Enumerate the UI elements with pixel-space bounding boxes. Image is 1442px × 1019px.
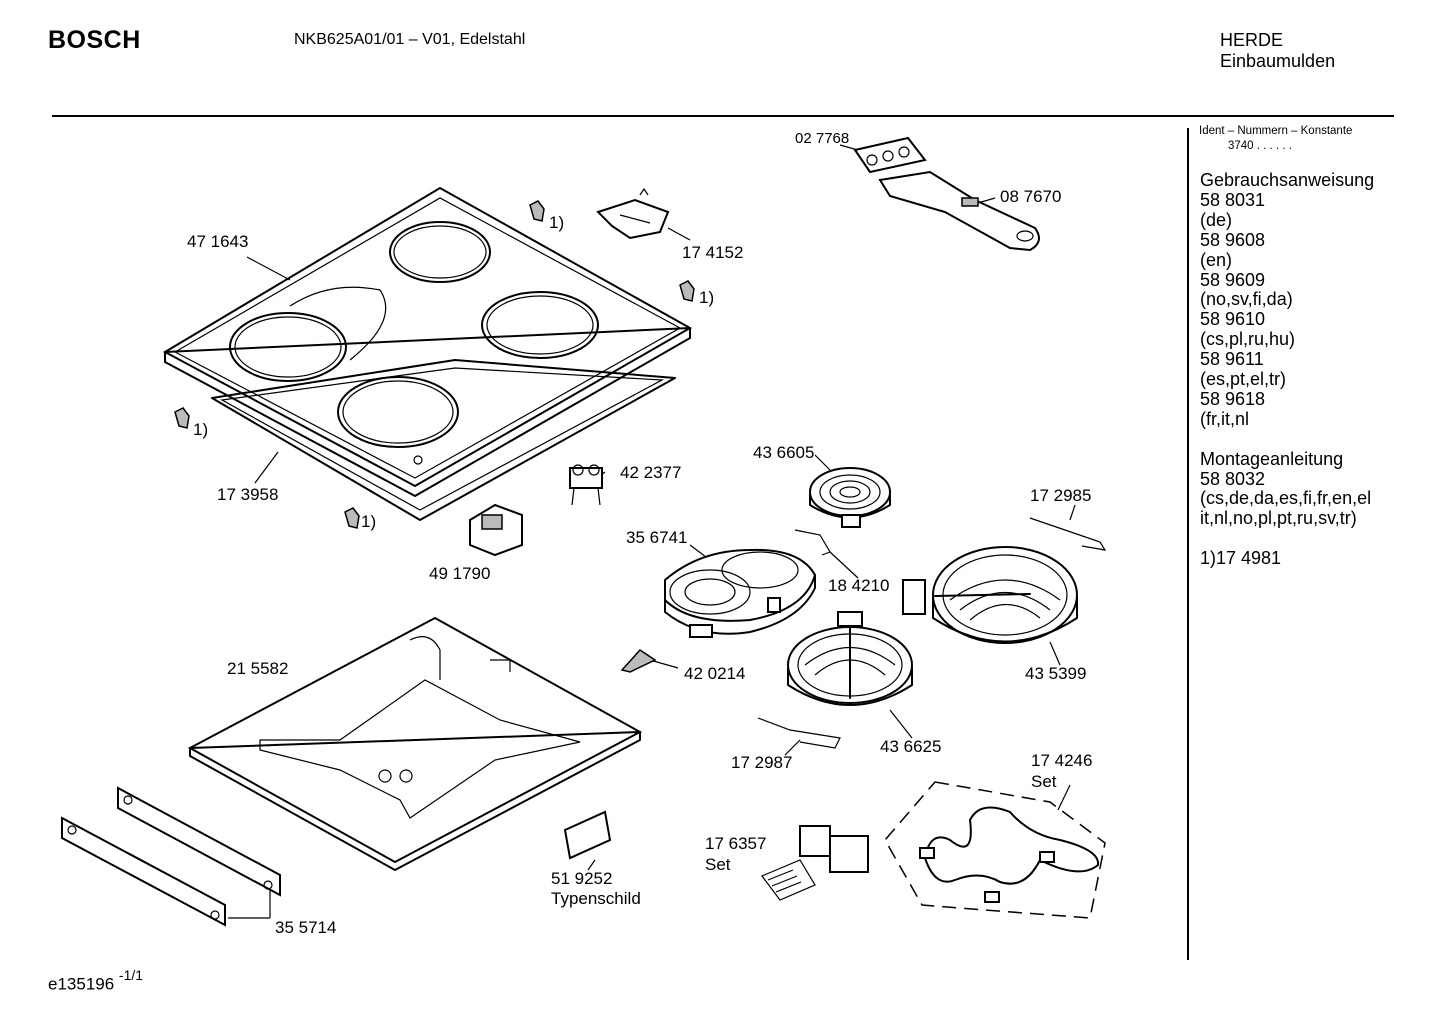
part-label: 43 5399 [1025, 664, 1087, 683]
model-title: NKB625A01/01 – V01, Edelstahl [294, 31, 526, 48]
part-label: 02 7768 [795, 130, 850, 147]
radiant-heater-large [902, 546, 1078, 644]
part-label: 43 6605 [753, 443, 815, 462]
part-label: 42 2377 [620, 463, 682, 482]
heater-bracket-right [1029, 517, 1107, 551]
sensor-bracket [596, 187, 670, 240]
mounting-rails [61, 786, 281, 927]
ident-heading: Ident – Nummern – Konstante [1199, 125, 1353, 137]
sidebar-line: (es,pt,el,tr) [1200, 369, 1287, 390]
sidebar-info: Gebrauchsanweisung 58 8031 (de) 58 9608 … [1200, 170, 1375, 569]
sidebar-line: (cs,de,da,es,fi,fr,en,el [1200, 488, 1372, 509]
heater-bracket-lower [757, 717, 841, 749]
category-title: HERDE [1220, 30, 1284, 50]
radiant-heater-oval [664, 548, 817, 638]
part-label: 35 6741 [626, 528, 688, 547]
sidebar-line: Gebrauchsanweisung [1200, 170, 1375, 190]
control-relay [469, 503, 523, 557]
part-label: 17 3958 [217, 485, 279, 504]
part-label: 18 4210 [828, 576, 890, 595]
sidebar-line: 58 9611 [1200, 349, 1264, 370]
sidebar-line: (de) [1200, 209, 1233, 230]
part-label: 49 1790 [429, 564, 491, 583]
sidebar-line: 58 9618 [1200, 388, 1266, 409]
fixing-clip [174, 200, 695, 529]
header-divider [52, 115, 1394, 117]
part-label: Set [705, 855, 731, 874]
footnote-marker: 1) [361, 512, 377, 531]
part-label: 17 2985 [1030, 486, 1092, 505]
ident-value: 3740 . . . . . . [1228, 140, 1292, 152]
leader-lines [228, 144, 1076, 919]
footnote-marker: 1) [699, 288, 715, 307]
radiant-heater-small [809, 467, 891, 528]
footnote-marker: 1) [549, 213, 565, 232]
document-number: e135196 [48, 974, 115, 994]
connector-set [761, 825, 869, 901]
sidebar-line: 58 8032 [1200, 468, 1266, 489]
page-indicator: -1/1 [118, 967, 144, 983]
part-label: 47 1643 [187, 232, 249, 251]
hob-seal-frame [211, 359, 676, 521]
sidebar-line: 58 9610 [1200, 309, 1266, 330]
part-label: Typenschild [551, 889, 641, 908]
part-label: Set [1031, 772, 1057, 791]
bottom-tray [187, 616, 643, 871]
part-label: 35 5714 [275, 918, 337, 937]
sidebar-line: Montageanleitung [1200, 448, 1344, 469]
part-label: 17 6357 [705, 834, 767, 853]
category-subtitle: Einbaumulden [1220, 51, 1336, 71]
part-label: 17 2987 [731, 753, 793, 772]
heating-element-set [884, 781, 1106, 919]
type-plate [563, 810, 612, 860]
sidebar-line: (cs,pl,ru,hu) [1200, 329, 1296, 350]
sidebar-line: 58 9609 [1200, 269, 1266, 290]
terminal-block [569, 464, 603, 506]
part-label: 21 5582 [227, 659, 289, 678]
hob-glass-top [162, 186, 693, 497]
heater-bracket-small [794, 529, 831, 556]
part-label: 42 0214 [684, 664, 746, 683]
sidebar-line: 58 8031 [1200, 189, 1266, 210]
part-label: 17 4152 [682, 243, 744, 262]
part-label: 43 6625 [880, 737, 942, 756]
sidebar-line: (fr,it,nl [1200, 408, 1250, 429]
radiant-heater-medium [787, 611, 913, 706]
sidebar-line: (no,sv,fi,da) [1200, 289, 1293, 310]
part-label: 08 7670 [1000, 187, 1062, 206]
sidebar-line: (en) [1200, 249, 1233, 270]
document-id: e135196 -1/1 [48, 967, 144, 995]
part-label: 51 9252 [551, 869, 613, 888]
part-label: 17 4246 [1031, 751, 1093, 770]
sidebar-divider [1187, 128, 1189, 960]
sidebar-line: it,nl,no,pl,pt,ru,sv,tr) [1200, 508, 1357, 529]
sidebar-line: 58 9608 [1200, 229, 1266, 250]
glass-scraper [853, 136, 1040, 252]
brand-logo: BOSCH [48, 26, 141, 54]
sidebar-line: 1)17 4981 [1200, 548, 1282, 569]
spring-clip [620, 649, 657, 673]
footnote-marker: 1) [193, 420, 209, 439]
